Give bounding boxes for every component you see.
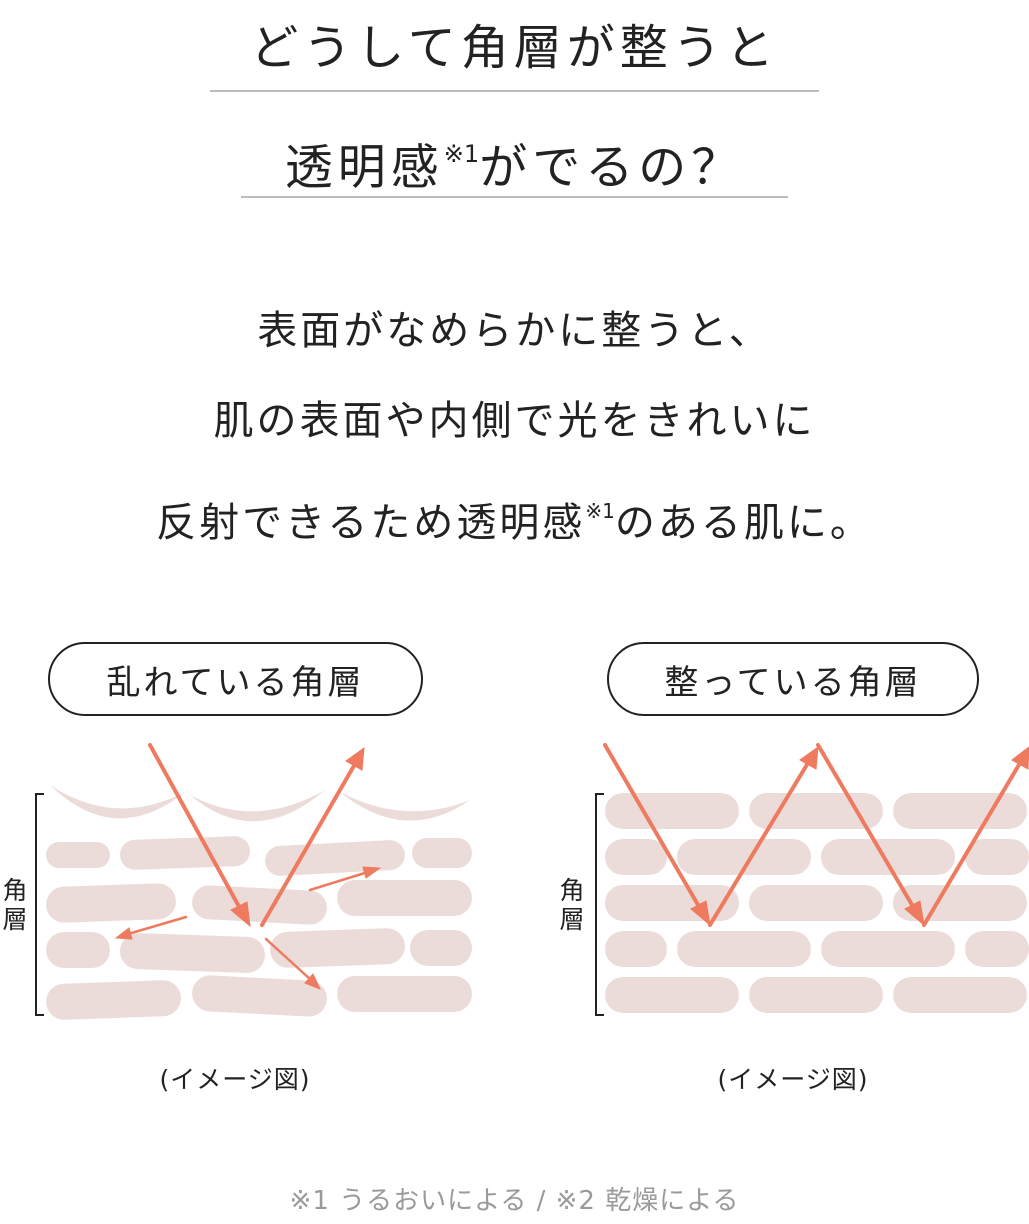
cell bbox=[893, 977, 1027, 1013]
cell bbox=[749, 885, 883, 921]
ordered-layer-diagram bbox=[595, 743, 1029, 1016]
cell bbox=[605, 977, 739, 1013]
disordered-layer-label: 乱れている角層 bbox=[48, 642, 423, 716]
heading-line-2-rest: がでるの？ bbox=[479, 139, 745, 196]
cell bbox=[46, 980, 181, 1020]
cell bbox=[821, 839, 955, 875]
heading-line-2-main: 透明感 bbox=[284, 139, 444, 196]
cell bbox=[412, 838, 472, 868]
heading-line-1: どうして角層が整うと bbox=[250, 20, 779, 76]
heading-underline-1 bbox=[210, 90, 819, 92]
heading-line-2: 透明感※1がでるの？ bbox=[0, 124, 1029, 198]
body-line-3-b: のある肌に。 bbox=[614, 500, 873, 546]
layer-bracket bbox=[595, 793, 604, 1016]
incident-light-arrow bbox=[816, 743, 917, 912]
cell bbox=[192, 975, 327, 1017]
cell bbox=[46, 883, 176, 923]
arrow-head bbox=[304, 973, 321, 990]
cell bbox=[120, 933, 265, 973]
arrow-head bbox=[799, 745, 819, 770]
cell bbox=[605, 793, 739, 829]
cell bbox=[192, 885, 327, 925]
caption-right: (イメージ図) bbox=[717, 1065, 869, 1094]
body-note-marker: ※1 bbox=[585, 499, 615, 523]
reflected-light-arrow bbox=[708, 761, 810, 927]
scattered-light-arrow bbox=[126, 915, 188, 936]
surface-flake bbox=[50, 785, 185, 819]
cell bbox=[270, 928, 405, 968]
cell bbox=[120, 836, 250, 870]
cell bbox=[46, 842, 110, 868]
cell bbox=[337, 880, 472, 916]
disordered-layer-diagram bbox=[35, 743, 472, 1020]
cell bbox=[749, 977, 883, 1013]
arrow-head bbox=[362, 866, 382, 879]
arrow-head bbox=[345, 746, 365, 771]
cell bbox=[265, 840, 405, 876]
body-line-3-a: 反射できるため透明感 bbox=[156, 500, 586, 546]
body-line-1: 表面がなめらかに整うと、 bbox=[257, 308, 772, 354]
reflected-light-arrow bbox=[922, 761, 1022, 927]
surface-flake bbox=[190, 790, 325, 822]
cell bbox=[677, 839, 811, 875]
cell bbox=[605, 931, 667, 967]
ordered-layer-label: 整っている角層 bbox=[607, 642, 979, 716]
layer-bracket bbox=[35, 793, 44, 1016]
cell bbox=[677, 931, 811, 967]
incident-light-arrow bbox=[148, 743, 244, 914]
cell bbox=[46, 932, 110, 968]
cell bbox=[965, 839, 1029, 875]
arrow-head bbox=[904, 900, 925, 927]
cell bbox=[965, 931, 1029, 967]
arrow-head bbox=[114, 927, 133, 940]
arrow-head bbox=[690, 900, 711, 927]
surface-flake bbox=[340, 792, 470, 821]
cell bbox=[410, 930, 472, 966]
cell bbox=[337, 976, 472, 1012]
body-line-3: 反射できるため透明感※1のある肌に。 bbox=[0, 486, 1029, 548]
cell bbox=[893, 885, 1027, 921]
cell bbox=[893, 793, 1027, 829]
body-line-2: 肌の表面や内側で光をきれいに bbox=[213, 398, 816, 444]
cell bbox=[821, 931, 955, 967]
reflected-light-arrow bbox=[260, 762, 357, 927]
heading-note-marker: ※1 bbox=[443, 140, 480, 168]
arrow-head bbox=[230, 901, 251, 928]
caption-left: (イメージ図) bbox=[159, 1065, 311, 1094]
cell bbox=[605, 839, 667, 875]
scattered-light-arrow bbox=[308, 870, 370, 892]
incident-light-arrow bbox=[603, 743, 703, 912]
footnote: ※1 うるおいによる / ※2 乾燥による bbox=[289, 1186, 740, 1216]
heading-underline-2 bbox=[241, 196, 788, 198]
cell bbox=[605, 885, 739, 921]
scattered-light-arrow bbox=[264, 937, 313, 982]
layer-label-right: 角層 bbox=[559, 876, 585, 934]
layer-label-left: 角層 bbox=[2, 876, 28, 934]
